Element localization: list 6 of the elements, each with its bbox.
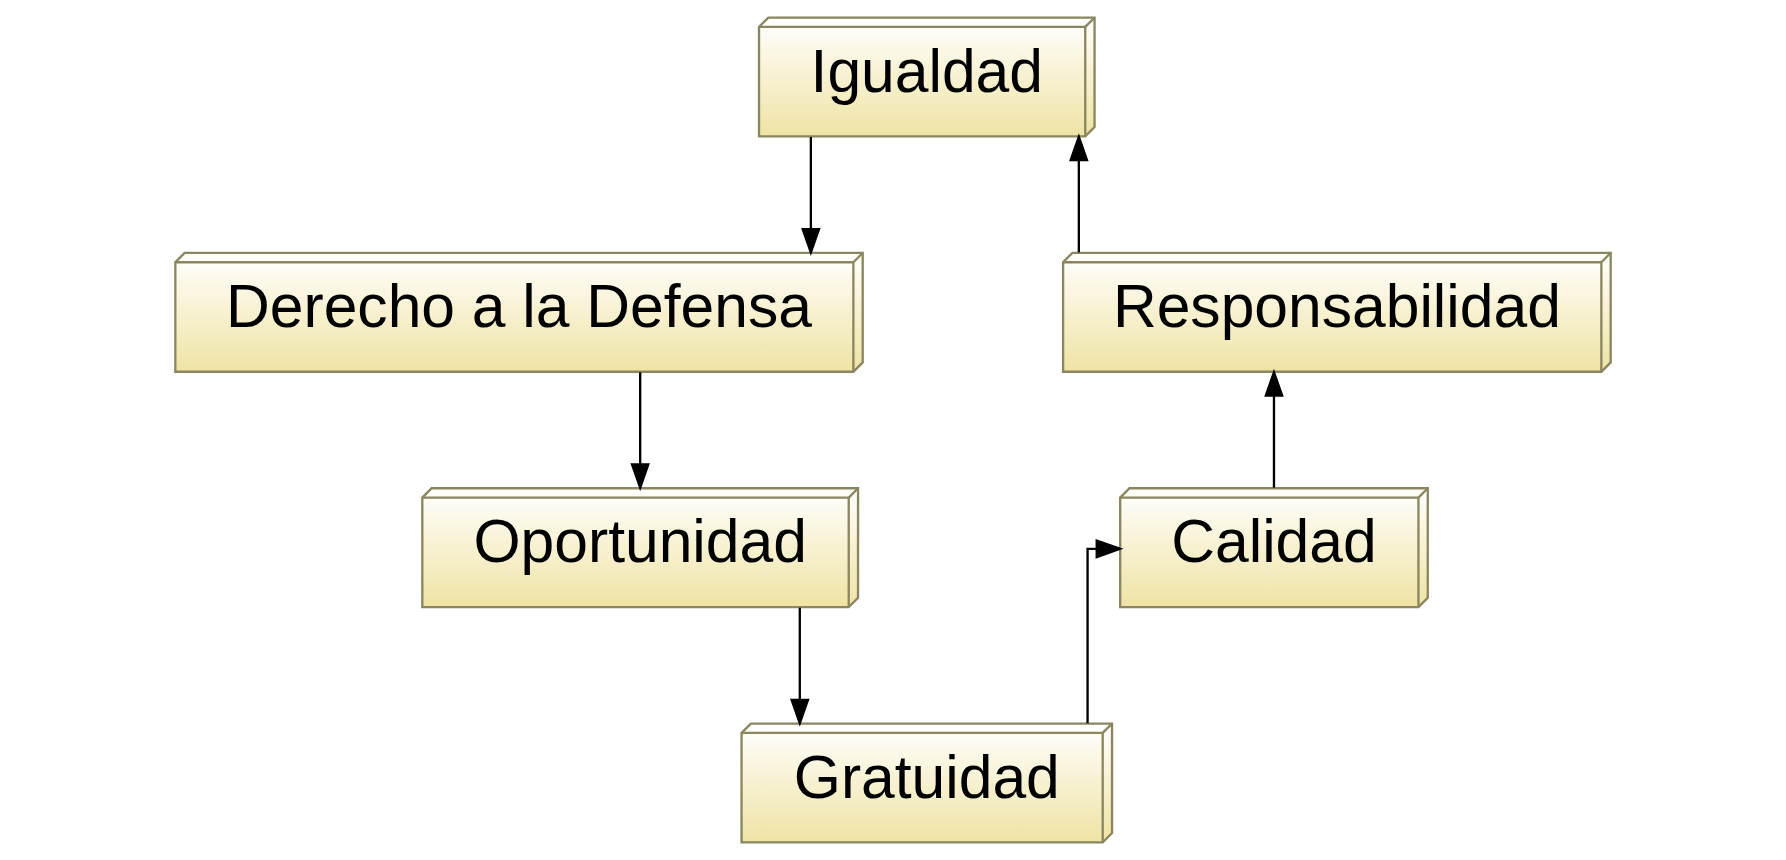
arrow (1086, 539, 1124, 724)
arrow (1069, 133, 1089, 253)
arrow (801, 137, 821, 256)
arrow (790, 607, 810, 727)
arrow (630, 372, 650, 492)
arrow (1264, 368, 1284, 488)
